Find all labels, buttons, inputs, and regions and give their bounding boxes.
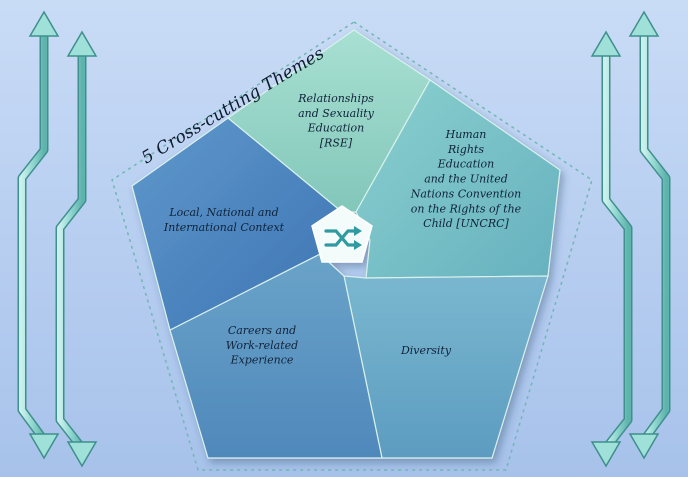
label-line: Work-related — [226, 339, 298, 352]
label-line: Local, National and — [168, 206, 278, 219]
label-line: Human — [445, 128, 487, 141]
label-line: Nations Convention — [410, 187, 522, 200]
label-line: Experience — [230, 354, 294, 367]
label-line: Education — [437, 158, 495, 171]
label-line: [RSE] — [320, 137, 353, 150]
up-down-arrows-icon — [590, 10, 671, 468]
dashed-outline — [111, 21, 593, 471]
label-line: Education — [307, 122, 365, 135]
label-diversity: Diversity — [400, 344, 452, 357]
segment-local[interactable] — [131, 117, 343, 331]
pentagon — [131, 29, 561, 459]
label-line: and the United — [424, 173, 508, 186]
label-line: on the Rights of the — [411, 202, 522, 215]
label-line: Careers and — [228, 324, 296, 337]
label-line: Rights — [447, 143, 484, 156]
label-line: International Context — [163, 221, 285, 234]
label-line: Child [UNCRC] — [423, 217, 509, 230]
label-line: and Sexuality — [298, 107, 375, 120]
up-down-arrows-icon — [17, 10, 98, 468]
label-line: Relationships — [297, 92, 374, 105]
label-line: Diversity — [400, 344, 452, 357]
shuffle-icon — [324, 226, 362, 250]
